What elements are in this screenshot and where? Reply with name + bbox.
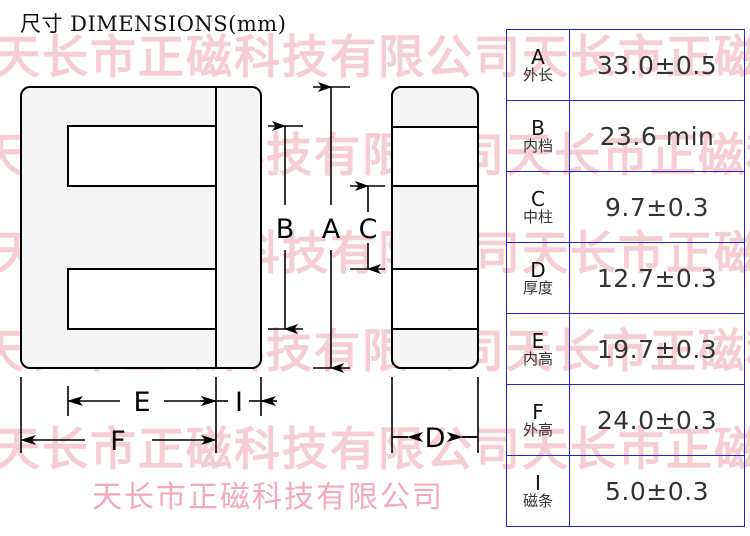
dimension-F-label: F	[110, 426, 126, 457]
table-cell-value: 9.7±0.3	[569, 171, 745, 243]
front-view-core	[20, 86, 262, 369]
company-caption: 天长市正磁科技有限公司	[92, 480, 444, 515]
side-band-5	[393, 329, 477, 367]
symbol-chinese: 内档	[522, 136, 553, 155]
table-row: D 厚度 12.7±0.3	[506, 242, 745, 314]
symbol-chinese: 内高	[522, 349, 553, 368]
dimension-B-label: B	[276, 214, 295, 245]
value-text: 19.7±0.3	[596, 334, 718, 364]
core-window-lower	[67, 268, 217, 330]
symbol-letter: D	[530, 257, 546, 282]
dimension-D: D	[391, 377, 479, 454]
side-outline-overlay	[391, 86, 479, 369]
table-row: I 磁条 5.0±0.3	[506, 455, 745, 527]
dimension-C: C	[350, 181, 385, 274]
value-text: 5.0±0.3	[605, 476, 709, 506]
dimension-F: F	[20, 416, 217, 457]
table-cell-value: 23.6 min	[569, 100, 745, 172]
core-window-upper	[67, 125, 217, 187]
dimension-A: A	[313, 82, 350, 373]
symbol-chinese: 外高	[522, 420, 553, 439]
table-row: A 外长 33.0±0.5	[506, 29, 745, 101]
dimension-C-label: C	[359, 214, 378, 245]
side-band-1	[393, 88, 477, 127]
symbol-letter: C	[531, 186, 545, 211]
dimension-A-label: A	[322, 214, 341, 245]
table-row: B 内档 23.6 min	[506, 100, 745, 172]
symbol-chinese: 中柱	[522, 207, 553, 226]
table-row: C 中柱 9.7±0.3	[506, 171, 745, 243]
symbol-letter: I	[535, 470, 541, 495]
table-row: F 外高 24.0±0.3	[506, 384, 745, 456]
table-cell-symbol: A 外长	[506, 29, 570, 101]
dimension-D-label: D	[425, 423, 446, 454]
table-cell-symbol: C 中柱	[506, 171, 570, 243]
table-cell-symbol: B 内档	[506, 100, 570, 172]
value-text: 23.6 min	[599, 121, 715, 151]
table-cell-value: 12.7±0.3	[569, 242, 745, 314]
dimension-table: A 外长 33.0±0.5 B 内档 23.6 min C	[506, 29, 745, 527]
symbol-chinese: 厚度	[522, 278, 553, 297]
table-cell-value: 19.7±0.3	[569, 313, 745, 385]
value-text: 33.0±0.5	[596, 50, 718, 80]
table-cell-symbol: E 内高	[506, 313, 570, 385]
table-row: E 内高 19.7±0.3	[506, 313, 745, 385]
dimension-I: I	[200, 377, 277, 418]
table-cell-symbol: I 磁条	[506, 455, 570, 527]
value-text: 9.7±0.3	[605, 192, 709, 222]
dimension-I-label: I	[235, 387, 243, 418]
dimension-E-label: E	[133, 387, 150, 418]
symbol-letter: F	[532, 399, 544, 424]
value-text: 12.7±0.3	[596, 263, 718, 293]
dimension-B: B	[268, 121, 303, 334]
side-view-core	[391, 86, 479, 369]
table-cell-value: 24.0±0.3	[569, 384, 745, 456]
table-cell-symbol: D 厚度	[506, 242, 570, 314]
table-cell-value: 33.0±0.5	[569, 29, 745, 101]
dimension-table-body: A 外长 33.0±0.5 B 内档 23.6 min C	[506, 29, 745, 527]
symbol-chinese: 磁条	[522, 491, 553, 510]
value-text: 24.0±0.3	[596, 405, 718, 435]
symbol-letter: A	[531, 44, 545, 69]
table-cell-value: 5.0±0.3	[569, 455, 745, 527]
symbol-chinese: 外长	[522, 65, 553, 84]
table-cell-symbol: F 外高	[506, 384, 570, 456]
side-band-3	[393, 186, 477, 270]
page-title: 尺寸 DIMENSIONS(mm)	[20, 12, 287, 36]
symbol-letter: E	[531, 328, 545, 353]
symbol-letter: B	[531, 115, 545, 140]
